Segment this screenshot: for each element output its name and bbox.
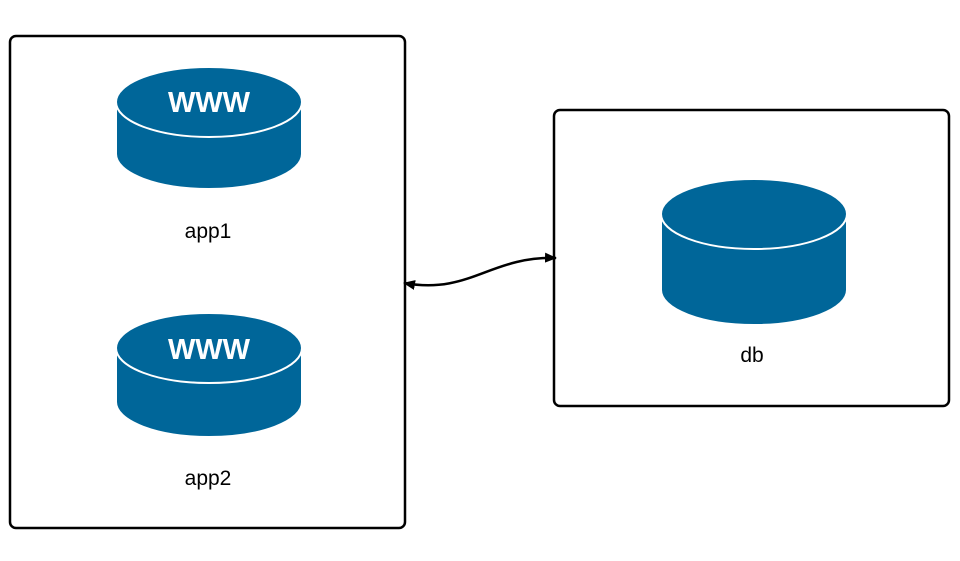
- db-cylinder-icon[interactable]: [660, 178, 848, 326]
- app1-www-cylinder-icon[interactable]: WWW: [115, 66, 303, 190]
- app1-icon-text: WWW: [168, 87, 251, 119]
- app1-label: app1: [185, 220, 232, 243]
- app2-icon-text: WWW: [168, 334, 251, 366]
- app2-label: app2: [185, 467, 232, 490]
- app2-www-cylinder-icon[interactable]: WWW: [115, 312, 303, 438]
- app-db-connector-arrow[interactable]: [403, 252, 557, 290]
- db-label: db: [740, 344, 763, 367]
